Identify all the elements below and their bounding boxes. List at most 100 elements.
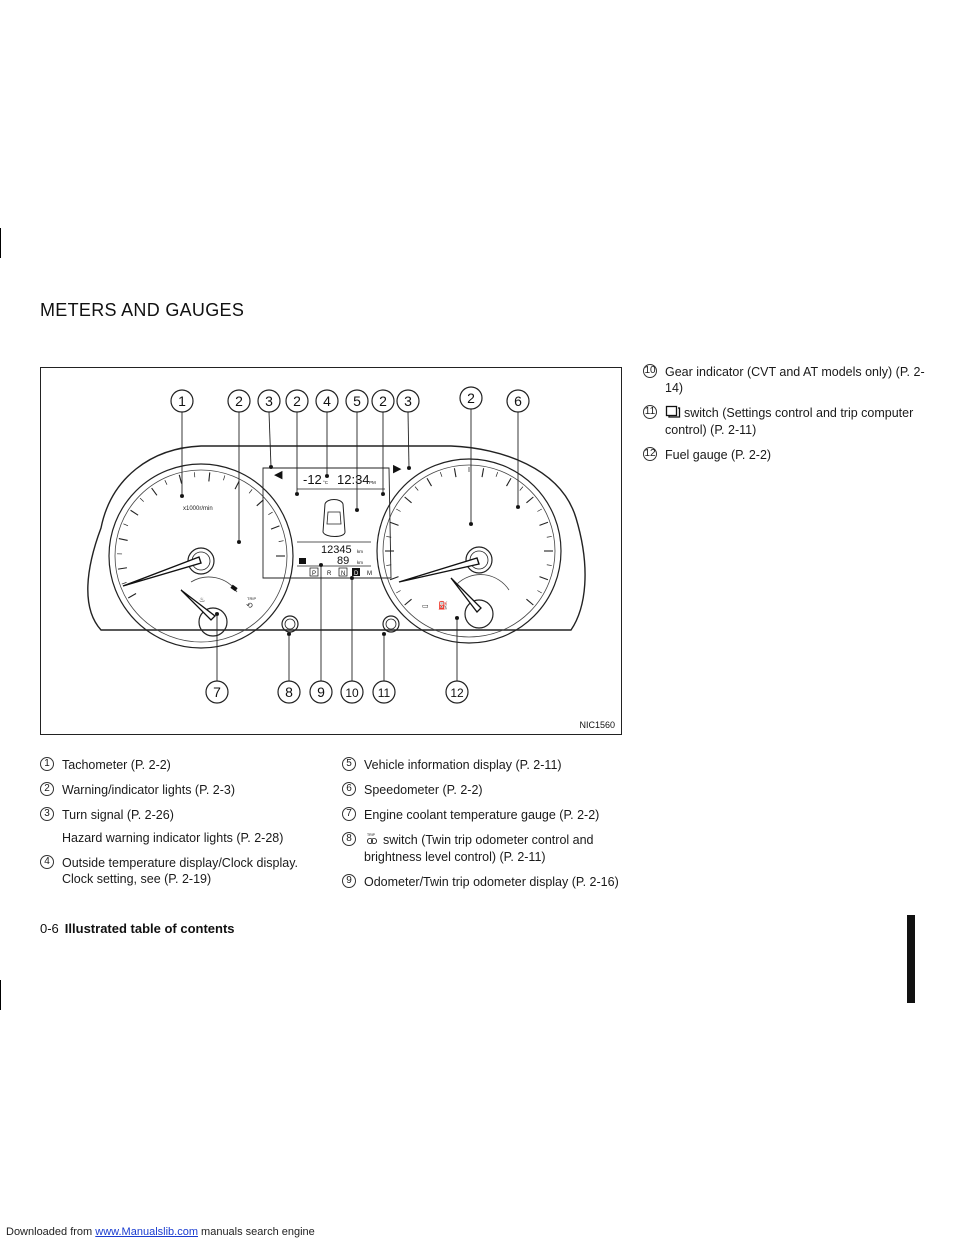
callout-circle <box>459 386 483 410</box>
display-temp-unit: °C <box>323 480 329 485</box>
leader-dot <box>381 631 387 637</box>
callout-leader-lines <box>179 409 521 681</box>
callout-label: 6 <box>514 393 522 409</box>
legend-text: switch (Settings control and trip comput… <box>665 406 914 438</box>
settings-switch-knob-inner <box>385 618 397 630</box>
coolant-red-zone <box>230 584 238 592</box>
leader-dot <box>406 465 412 471</box>
banner-prefix: Downloaded from <box>6 1226 96 1238</box>
tach-unit-label: x1000r/min <box>183 506 213 512</box>
legend-number: 3 <box>40 807 54 821</box>
gauge-tick <box>139 497 144 502</box>
turn-arrow-right: ▶ <box>393 462 402 475</box>
gear-letter: M <box>367 571 372 577</box>
callout-circle <box>257 389 281 413</box>
coolant-symbol: ♨ <box>199 596 205 604</box>
gauge-tick <box>234 480 240 490</box>
vehicle-outline <box>322 499 346 537</box>
speedometer-inner <box>382 464 556 638</box>
fuel-needle <box>450 577 482 613</box>
instrument-cluster-figure: x1000r/min ♨ TRIP ⟲ ⛽ ▭ ◀ ▶ -12 °C 12:34… <box>40 367 622 735</box>
callout-circle <box>285 389 309 413</box>
gauge-tick <box>537 590 542 594</box>
callout-label: 2 <box>235 393 243 409</box>
speedometer-hub <box>465 546 493 574</box>
trip-mark-symbol: ⟲ <box>246 601 253 610</box>
legend-text: Vehicle information display (P. 2-11) <box>364 758 562 772</box>
callout-circle <box>371 389 395 413</box>
settings-switch-knob <box>382 615 400 633</box>
callout-label: 2 <box>467 390 475 406</box>
section-title: METERS AND GAUGES <box>40 300 245 320</box>
gauge-tick <box>526 598 534 606</box>
gear-letter: P <box>312 571 316 577</box>
legend-number: 7 <box>342 807 356 821</box>
gauge-tick <box>270 525 280 530</box>
gauge-tick <box>439 471 443 477</box>
callout-circle <box>340 680 364 704</box>
gauge-tick <box>506 477 512 487</box>
legend-text: Gear indicator (CVT and AT models only) … <box>665 365 925 395</box>
legend-item-7: 7 Engine coolant temperature gauge (P. 2-… <box>342 807 620 823</box>
callout-label: 3 <box>404 393 412 409</box>
callout-circle <box>506 389 530 413</box>
leader-dot <box>318 562 324 568</box>
legend-text: Warning/indicator lights (P. 2-3) <box>62 783 235 797</box>
gauge-tick <box>481 468 485 478</box>
trip-switch-knob-inner <box>284 618 296 630</box>
gauge-tick <box>118 537 128 541</box>
callout-circle <box>205 680 229 704</box>
figure-code: NIC1560 <box>579 720 615 730</box>
leader-dot <box>294 491 300 497</box>
gauge-tick <box>127 593 137 599</box>
gear-letter: D <box>354 571 359 577</box>
vehicle-roof <box>326 511 342 525</box>
legend-number: 6 <box>342 782 356 796</box>
gear-box <box>338 567 348 577</box>
gauge-tick <box>414 486 419 491</box>
gauge-tick <box>151 487 158 496</box>
callout-label: 11 <box>378 686 391 700</box>
gauge-tick <box>121 582 127 585</box>
settings-icon <box>665 405 681 422</box>
gauge-tick <box>256 499 264 507</box>
callout-label: 3 <box>265 393 273 409</box>
callout-circle <box>277 680 301 704</box>
cluster-housing <box>87 445 586 631</box>
leader-dot <box>468 521 474 527</box>
callout-circle <box>372 680 396 704</box>
gauge-tick <box>123 523 129 527</box>
legend-text: Engine coolant temperature gauge (P. 2-2… <box>364 808 600 822</box>
leader-dot <box>214 611 220 617</box>
gauge-tick <box>223 475 226 481</box>
leader-dot <box>268 464 274 470</box>
tachometer-needle <box>122 556 202 587</box>
callout-circle <box>309 680 333 704</box>
gear-letter: N <box>341 571 345 577</box>
tachometer-ticks <box>117 472 285 599</box>
legend-number: 11 <box>643 405 657 419</box>
display-odometer-unit: km <box>357 549 363 554</box>
gauge-tick <box>546 536 552 538</box>
gauge-tick <box>526 496 534 504</box>
fuel-pump-symbol: ⛽ <box>438 600 448 610</box>
gauge-tick <box>164 480 168 485</box>
download-banner: Downloaded from www.Manualslib.com manua… <box>6 1226 315 1238</box>
callout-label: 10 <box>345 686 359 700</box>
speedometer-outer <box>376 458 562 644</box>
leader-dot <box>179 493 185 499</box>
gauge-tick <box>546 564 552 566</box>
leader-dot <box>286 631 292 637</box>
legend-item-11: 11 switch (Settings control and trip comp… <box>643 405 925 438</box>
gauge-tick <box>495 471 499 477</box>
manualslib-link[interactable]: www.Manualslib.com <box>95 1226 198 1238</box>
gauge-tick <box>389 576 399 581</box>
